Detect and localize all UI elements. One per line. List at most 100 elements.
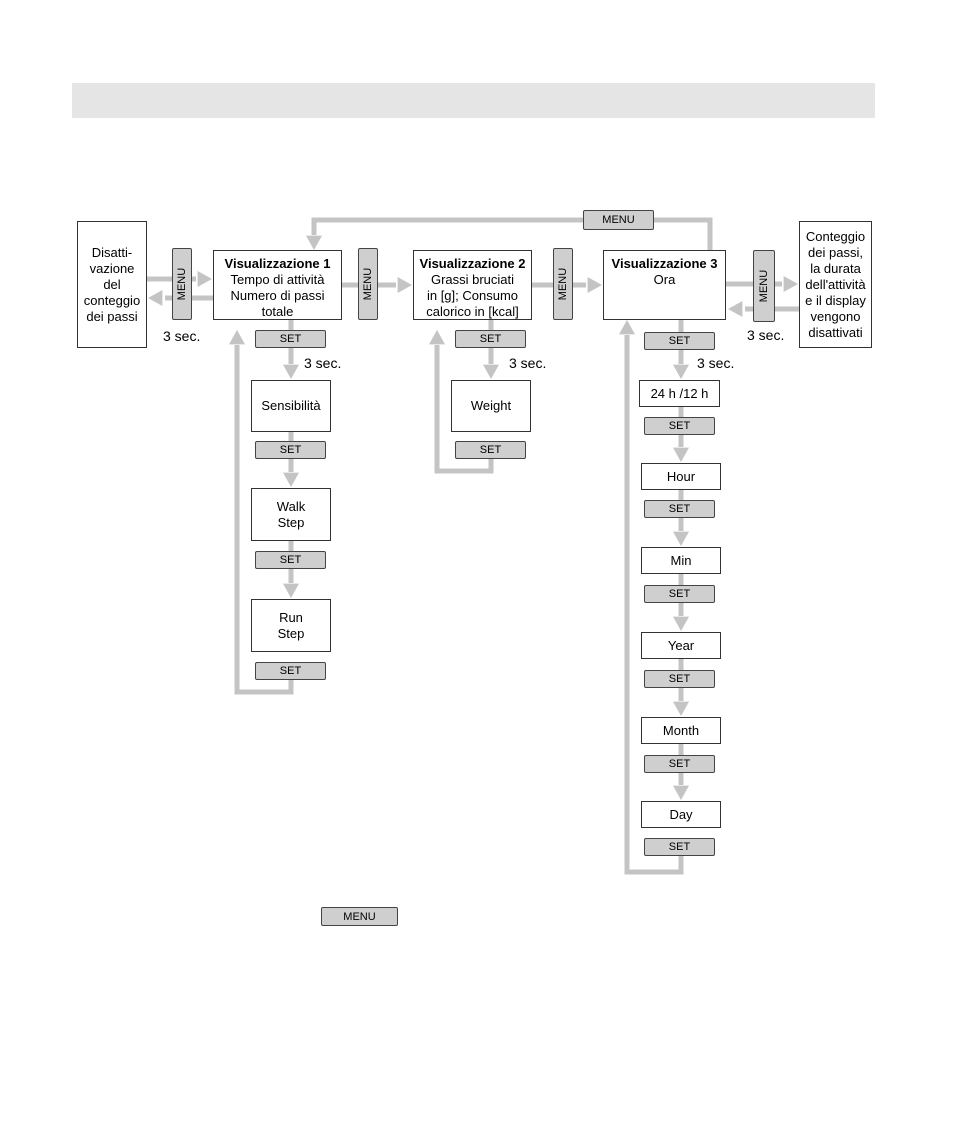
- step-box-min: Min: [641, 547, 721, 574]
- step-text: Sensibilità: [261, 398, 321, 413]
- menu-button-label: MENU: [362, 267, 375, 301]
- left-box-deactivate-count: Disatti- vazione del conteggio dei passi: [77, 221, 147, 348]
- arrow-head: [283, 472, 299, 487]
- left-box-line: del: [103, 276, 121, 292]
- right-box-line: dell'attività: [805, 276, 866, 292]
- arrow-head: [673, 364, 689, 379]
- view-2-line: in [g]; Consumo: [426, 288, 519, 303]
- arrow-head: [673, 531, 689, 546]
- set-label: SET: [668, 758, 691, 770]
- step-box-24h-12h: 24 h /12 h: [639, 380, 720, 407]
- set-button[interactable]: SET: [644, 755, 715, 773]
- set-button[interactable]: SET: [255, 662, 326, 680]
- view-3-box: Visualizzazione 3 Ora: [603, 250, 726, 320]
- arrow-head: [148, 290, 163, 306]
- set-label: SET: [279, 554, 302, 566]
- set-button[interactable]: SET: [644, 500, 715, 518]
- arrow-head: [283, 364, 299, 379]
- set-button[interactable]: SET: [644, 585, 715, 603]
- arrow-head: [783, 276, 798, 292]
- arrow-head: [483, 364, 499, 379]
- arrow-head: [587, 277, 602, 293]
- step-box-year: Year: [641, 632, 721, 659]
- menu-button-view3-to-view1[interactable]: MENU: [583, 210, 654, 230]
- set-label: SET: [668, 335, 691, 347]
- set-button[interactable]: SET: [644, 417, 715, 435]
- right-box-line: la durata: [810, 260, 861, 276]
- hold-label-view2: 3 sec.: [509, 355, 547, 371]
- set-label: SET: [479, 444, 502, 456]
- menu-button-view2-to-view3[interactable]: MENU: [553, 248, 573, 320]
- view-1-line: Tempo di attività: [230, 272, 325, 287]
- step-box-walk-step: Walk Step: [251, 488, 331, 541]
- arrow-head: [429, 330, 445, 345]
- step-text: Run: [279, 609, 303, 625]
- set-button[interactable]: SET: [455, 330, 526, 348]
- set-button[interactable]: SET: [644, 332, 715, 350]
- set-label: SET: [279, 333, 302, 345]
- right-box-line: vengono: [810, 308, 861, 324]
- view-3-title: Visualizzazione 3: [611, 256, 718, 271]
- right-box-line: Conteggio: [805, 228, 866, 244]
- hold-label-right: 3 sec.: [747, 327, 785, 343]
- menu-button-label: MENU: [176, 267, 189, 301]
- step-box-month: Month: [641, 717, 721, 744]
- arrow-head: [197, 271, 212, 287]
- step-text: Weight: [470, 398, 512, 413]
- step-text: 24 h /12 h: [650, 385, 709, 401]
- step-text: Month: [662, 722, 700, 738]
- right-box-deactivated: Conteggio dei passi, la durata dell'atti…: [799, 221, 872, 348]
- set-label: SET: [668, 503, 691, 515]
- set-button[interactable]: SET: [455, 441, 526, 459]
- set-label: SET: [668, 420, 691, 432]
- view-1-title: Visualizzazione 1: [224, 256, 331, 271]
- menu-button-left[interactable]: MENU: [172, 248, 192, 320]
- right-box-line: dei passi,: [808, 244, 863, 260]
- set-button[interactable]: SET: [255, 551, 326, 569]
- connector-line: [234, 345, 294, 695]
- legend-menu-label: MENU: [343, 910, 376, 923]
- arrow-head: [673, 701, 689, 716]
- arrow-head: [673, 447, 689, 462]
- header-bar: [72, 83, 875, 118]
- right-box-line: disattivati: [808, 324, 863, 340]
- arrow-head: [673, 785, 689, 800]
- menu-button-label: MENU: [602, 214, 635, 226]
- step-text: Step: [277, 625, 305, 641]
- set-label: SET: [279, 665, 302, 677]
- step-text: Year: [667, 637, 695, 653]
- set-button[interactable]: SET: [644, 670, 715, 688]
- left-box-line: dei passi: [86, 308, 138, 324]
- step-box-weight: Weight: [451, 380, 531, 432]
- set-button[interactable]: SET: [255, 441, 326, 459]
- right-box-line: e il display: [805, 292, 866, 308]
- step-box-hour: Hour: [641, 463, 721, 490]
- set-label: SET: [668, 841, 691, 853]
- arrow-head: [229, 330, 245, 345]
- step-text: Hour: [666, 468, 696, 484]
- left-box-line: Disatti-: [91, 244, 133, 260]
- set-label: SET: [668, 588, 691, 600]
- step-box-run-step: Run Step: [251, 599, 331, 652]
- hold-label-view1: 3 sec.: [304, 355, 342, 371]
- step-text: Day: [669, 806, 693, 822]
- set-button[interactable]: SET: [644, 838, 715, 856]
- legend-menu-button: MENU: [321, 907, 398, 926]
- arrow-head: [283, 583, 299, 598]
- arrow-head: [397, 277, 412, 293]
- step-text: Walk: [276, 498, 306, 514]
- view-1-line: totale: [261, 304, 294, 319]
- view-1-box: Visualizzazione 1 Tempo di attività Nume…: [213, 250, 342, 320]
- view-1-line: Numero di passi: [230, 288, 325, 303]
- connector-line: [434, 345, 494, 474]
- set-button[interactable]: SET: [255, 330, 326, 348]
- view-3-line: Ora: [653, 272, 676, 287]
- hold-label-left: 3 sec.: [163, 328, 201, 344]
- menu-button-right[interactable]: MENU: [753, 250, 775, 322]
- view-2-line: Grassi bruciati: [430, 272, 515, 287]
- menu-button-view1-to-view2[interactable]: MENU: [358, 248, 378, 320]
- hold-label-view3: 3 sec.: [697, 355, 735, 371]
- set-label: SET: [668, 673, 691, 685]
- arrow-head: [306, 235, 322, 250]
